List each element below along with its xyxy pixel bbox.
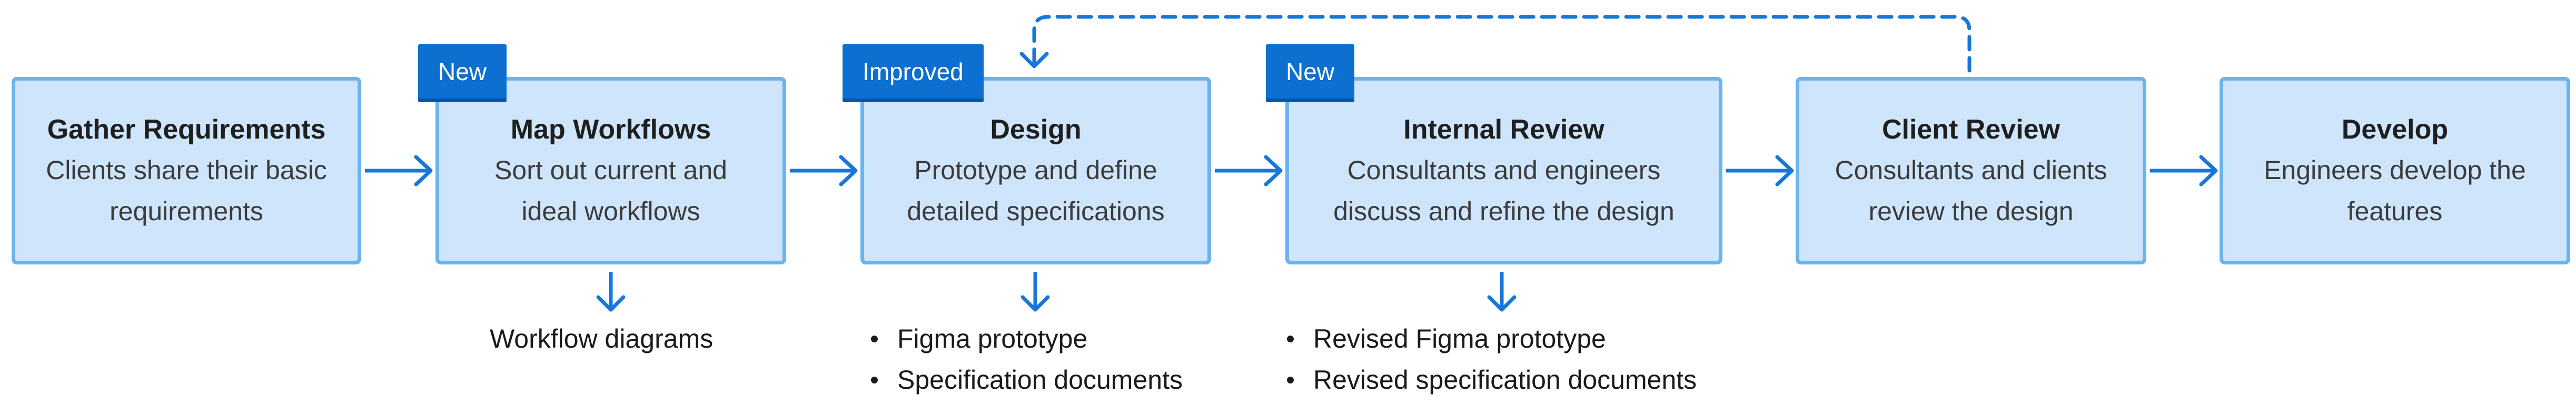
step-description-line: Consultants and clients [1835, 155, 2107, 185]
badge-new-internal-review: New [1266, 44, 1355, 102]
step-description-line: Clients share their basic [46, 155, 327, 185]
output-item: Figma prototype [868, 318, 1183, 359]
flow-arrow-4 [1726, 155, 1794, 186]
step-design: Design Prototype and define detailed spe… [860, 77, 1211, 264]
badge-improved-design: Improved [843, 44, 984, 102]
output-arrow-map-workflows [596, 272, 626, 312]
step-description-line: Prototype and define [914, 155, 1157, 185]
step-title: Internal Review [1403, 114, 1604, 145]
step-description-line: ideal workflows [521, 196, 700, 226]
output-list-internal-review: Revised Figma prototype Revised specific… [1284, 318, 1697, 400]
step-title: Gather Requirements [47, 114, 326, 145]
output-list-design: Figma prototype Specification documents [868, 318, 1183, 400]
flow-arrow-5 [2150, 155, 2218, 186]
output-arrow-design [1021, 272, 1050, 312]
step-description-line: discuss and refine the design [1333, 196, 1675, 226]
step-description-line: features [2347, 196, 2443, 226]
step-map-workflows: Map Workflows Sort out current and ideal… [435, 77, 786, 264]
output-item: Specification documents [868, 359, 1183, 400]
step-gather-requirements: Gather Requirements Clients share their … [12, 77, 361, 264]
step-description-line: Sort out current and [494, 155, 727, 185]
output-item: Revised Figma prototype [1284, 318, 1697, 359]
step-description-line: requirements [110, 196, 263, 226]
step-title: Design [990, 114, 1082, 145]
output-arrow-internal-review [1487, 272, 1517, 312]
step-description-line: Engineers develop the [2264, 155, 2526, 185]
output-item: Revised specification documents [1284, 359, 1697, 400]
step-client-review: Client Review Consultants and clients re… [1796, 77, 2146, 264]
step-description-line: review the design [1868, 196, 2074, 226]
flow-arrow-1 [365, 155, 433, 186]
step-title: Develop [2341, 114, 2449, 145]
step-description-line: detailed specifications [907, 196, 1165, 226]
flow-arrow-2 [790, 155, 858, 186]
output-map-workflows: Workflow diagrams [490, 324, 714, 353]
feedback-loop-arrow [1019, 15, 1971, 73]
flow-arrow-3 [1215, 155, 1283, 186]
step-title: Client Review [1881, 114, 2060, 145]
step-develop: Develop Engineers develop the features [2220, 77, 2570, 264]
step-internal-review: Internal Review Consultants and engineer… [1285, 77, 1722, 264]
badge-new-map-workflows: New [418, 44, 507, 102]
step-description-line: Consultants and engineers [1347, 155, 1661, 185]
step-title: Map Workflows [510, 114, 711, 145]
